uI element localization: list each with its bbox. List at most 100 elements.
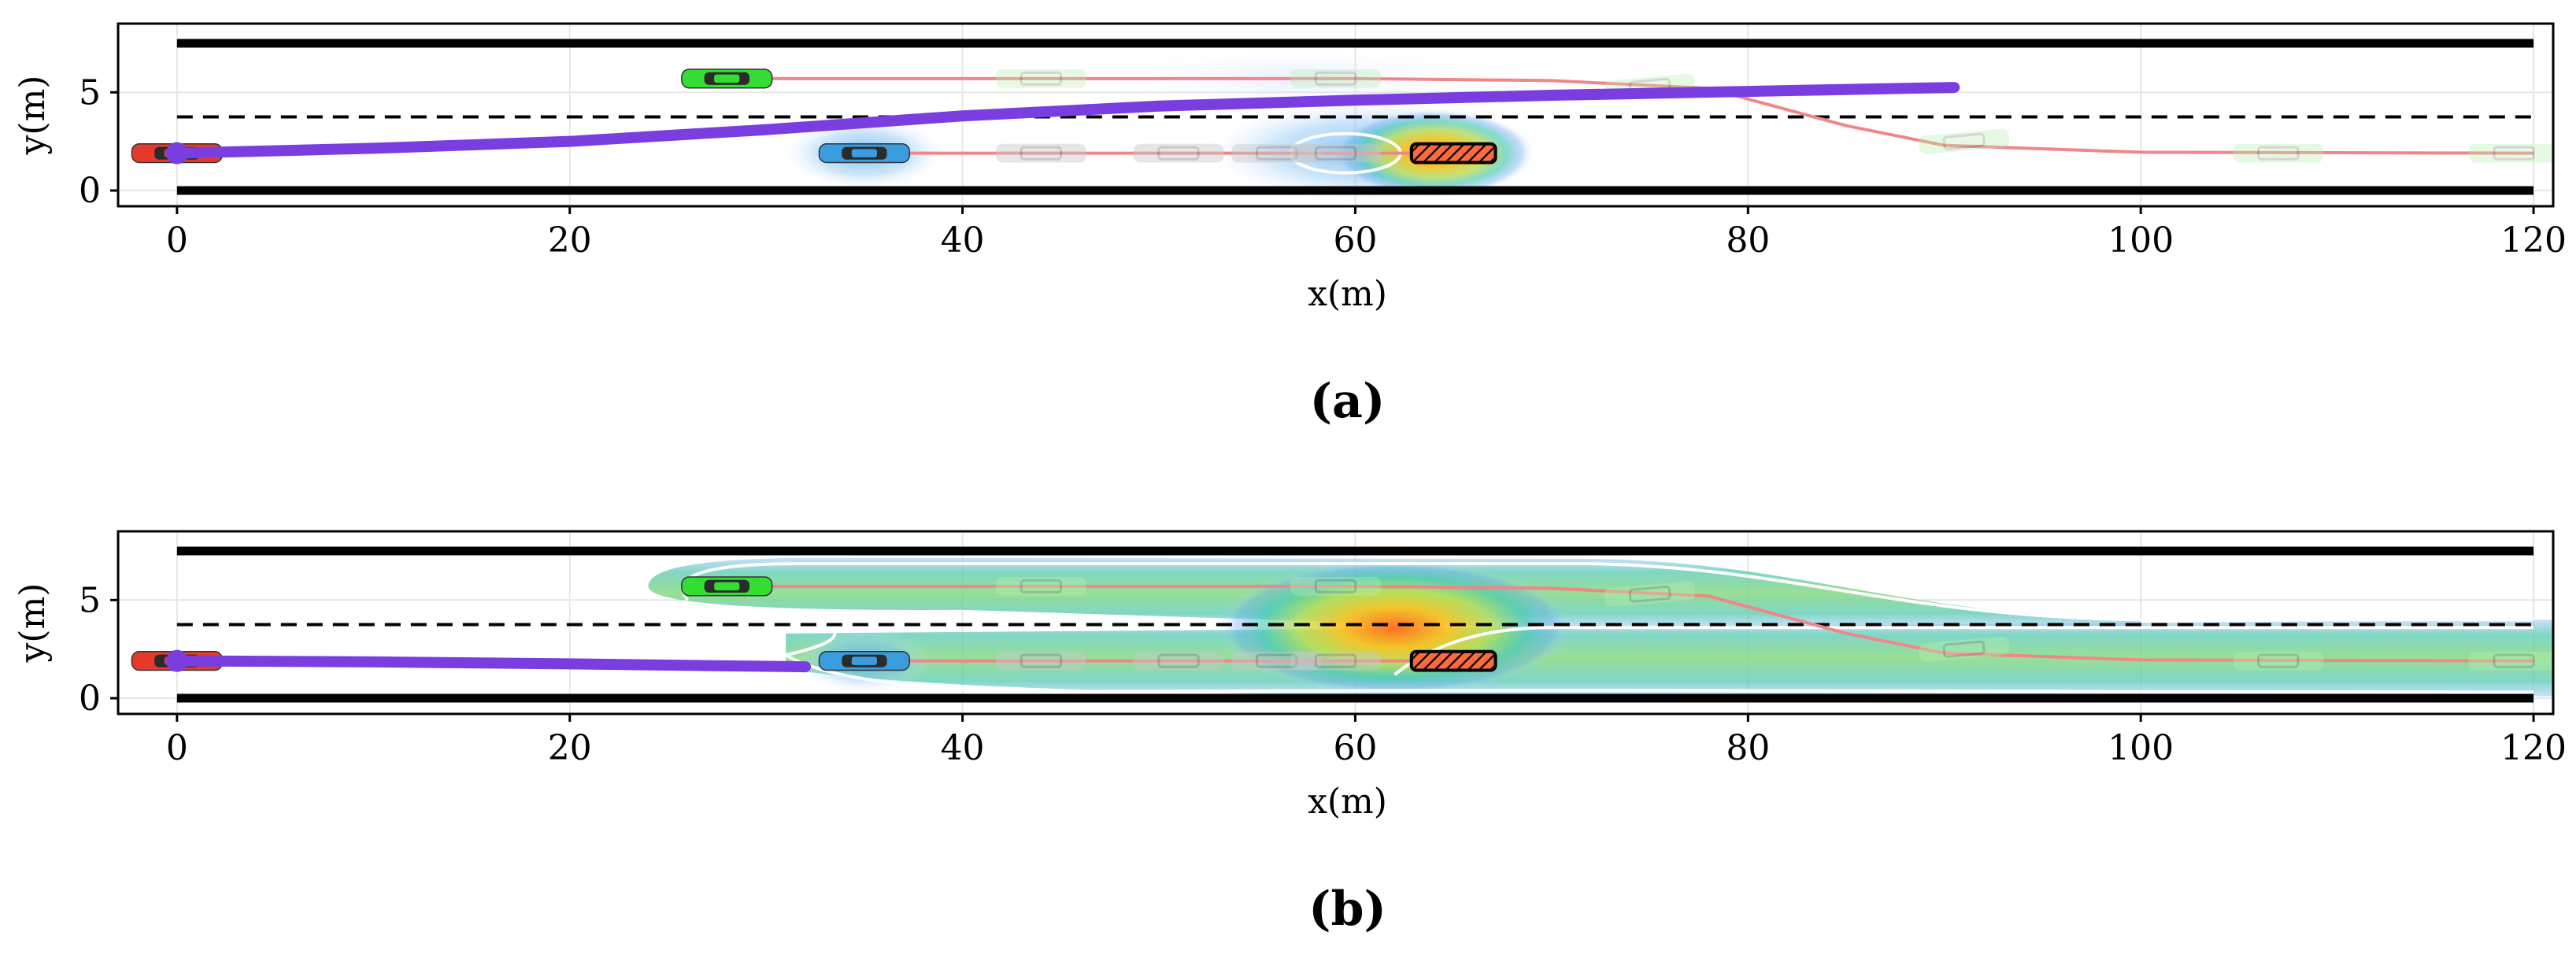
ghost-vehicle — [995, 143, 1086, 163]
ghost-vehicle-cabin — [1314, 579, 1357, 593]
ghost-vehicle-body — [1133, 651, 1224, 671]
ghost-vehicle-body — [995, 143, 1086, 163]
risk-contour-line — [681, 562, 2534, 622]
y-tick-label: 0 — [79, 171, 101, 211]
ego-start-point — [165, 142, 188, 165]
ghost-vehicle-body — [995, 651, 1086, 671]
ghost-vehicle-body — [2233, 143, 2324, 163]
ghost-vehicle — [995, 69, 1086, 88]
vehicle-green — [681, 68, 773, 89]
ghost-vehicle — [1231, 143, 1323, 163]
ghost-vehicle — [1290, 651, 1381, 671]
ghost-vehicle-cabin — [1020, 579, 1063, 593]
vehicle-roof — [714, 582, 740, 591]
ghost-vehicle-cabin — [2493, 146, 2535, 161]
x-tick-label: 100 — [2108, 728, 2174, 768]
ghost-vehicle-body — [2468, 651, 2553, 671]
ghost-vehicle — [1133, 651, 1224, 671]
ghost-vehicle-cabin — [1314, 71, 1357, 86]
ghost-vehicle-body — [1231, 651, 1323, 671]
plot-frame — [117, 22, 2555, 208]
vehicle-obstacle — [1409, 649, 1497, 672]
x-tick-label: 40 — [941, 220, 985, 261]
ghost-vehicle-cabin — [1020, 146, 1063, 161]
vehicle-roof — [851, 656, 877, 665]
ghost-vehicle — [995, 651, 1086, 671]
ghost-vehicle — [2468, 651, 2553, 671]
x-tick-label: 120 — [2500, 728, 2567, 768]
plot-frame — [117, 530, 2555, 716]
ghost-vehicle-body — [1290, 577, 1381, 596]
x-tick-label: 80 — [1726, 728, 1770, 768]
chart-panel-b: 0 20 40 60 80 100 120 0 5 x(m) y(m) (b) — [13, 530, 2567, 937]
x-tick-label: 0 — [166, 728, 188, 768]
x-tick-label: 0 — [166, 220, 188, 261]
x-tick-label: 20 — [548, 220, 592, 261]
ghost-vehicle-cabin — [2257, 146, 2300, 161]
ghost-vehicle — [1290, 69, 1381, 88]
ghost-vehicle-body — [995, 69, 1086, 88]
ghost-vehicle-cabin — [1942, 640, 1986, 658]
ghost-vehicle-cabin — [1020, 71, 1063, 86]
ego-planned-trajectory — [171, 655, 812, 673]
ghost-vehicle — [1919, 128, 2010, 154]
y-axis-label: y(m) — [13, 76, 53, 156]
ghost-vehicle-cabin — [2257, 653, 2300, 668]
ghost-vehicle — [1231, 651, 1323, 671]
ghost-vehicle-cabin — [1628, 585, 1671, 603]
ghost-vehicle-cabin — [1157, 146, 1200, 161]
x-tick-label: 120 — [2500, 220, 2567, 261]
plot-area — [118, 24, 2553, 206]
ghost-vehicle-cabin — [2493, 653, 2535, 668]
x-tick-label: 20 — [548, 728, 592, 768]
ghost-vehicle-cabin — [1255, 653, 1298, 668]
ego-start-point — [165, 649, 188, 672]
ghost-vehicle — [2233, 143, 2324, 163]
x-axis-label: x(m) — [1308, 274, 1387, 314]
x-tick-label: 100 — [2108, 220, 2174, 261]
ghost-vehicle — [2233, 651, 2324, 671]
ghost-vehicle-body — [1604, 581, 1696, 607]
ghost-vehicle-cabin — [1314, 653, 1357, 668]
plot-area — [118, 531, 2553, 714]
ghost-vehicle — [2468, 143, 2553, 163]
ghost-vehicle — [1290, 577, 1381, 596]
vehicle-roof — [851, 149, 877, 157]
panel-label: (a) — [1310, 374, 1386, 429]
y-tick-label: 5 — [79, 72, 101, 113]
vehicle-green — [681, 576, 773, 597]
obstacle-hatched-box — [1409, 142, 1497, 165]
x-tick-label: 80 — [1726, 220, 1770, 261]
vehicle-blue — [818, 651, 910, 671]
vehicle-roof — [714, 74, 740, 83]
ghost-vehicle-body — [1133, 143, 1224, 163]
y-axis-label: y(m) — [13, 583, 53, 664]
ghost-vehicle-body — [995, 577, 1086, 596]
y-tick-label: 5 — [79, 580, 101, 620]
x-tick-label: 40 — [941, 728, 985, 768]
ghost-vehicle-cabin — [1255, 146, 1298, 161]
ghost-vehicle-cabin — [1157, 653, 1200, 668]
x-axis-label: x(m) — [1308, 782, 1387, 822]
ghost-vehicle-body — [1231, 143, 1323, 163]
ghost-vehicle-body — [1919, 636, 2010, 662]
obstacle-hatched-box — [1409, 649, 1497, 672]
green-vehicle-predicted-path — [727, 584, 2534, 663]
ghost-vehicle-cabin — [1314, 146, 1357, 161]
ghost-vehicle — [1133, 143, 1224, 163]
ghost-vehicle-cabin — [1020, 653, 1063, 668]
y-tick-label: 0 — [79, 679, 101, 719]
ghost-vehicle — [995, 577, 1086, 596]
ghost-vehicle-cabin — [1942, 132, 1986, 150]
vehicle-blue — [818, 143, 910, 164]
vehicle-obstacle — [1409, 142, 1497, 165]
ghost-vehicle-body — [1290, 651, 1381, 671]
panel-label: (b) — [1308, 882, 1386, 937]
ghost-vehicle — [1604, 581, 1696, 607]
x-tick-label: 60 — [1333, 728, 1377, 768]
ghost-vehicle-body — [1919, 128, 2010, 154]
risk-contour-line — [781, 610, 2534, 694]
ghost-vehicle-body — [1290, 69, 1381, 88]
